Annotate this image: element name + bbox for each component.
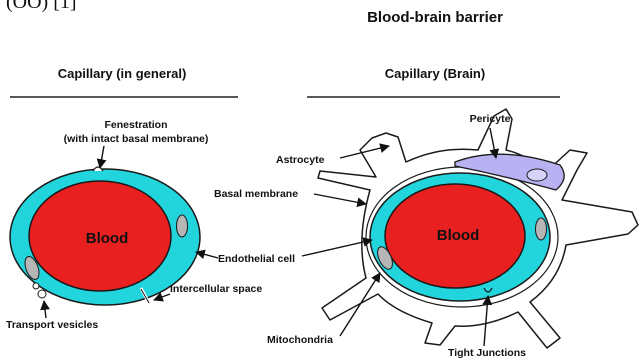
right-mitochondrion-2	[536, 218, 547, 240]
fenestration-sublabel: (with intact basal membrane)	[64, 133, 209, 145]
fenestration-pointer	[100, 146, 104, 168]
left-panel-header: Capillary (in general)	[58, 66, 187, 81]
tight-junctions-label: Tight Junctions	[448, 347, 526, 359]
right-capillary-panel: Capillary (Brain) Blood Pericyte Astrocy…	[214, 66, 638, 359]
fenestration-label: Fenestration	[104, 119, 167, 131]
mitochondria-label: Mitochondria	[267, 334, 333, 346]
fenestration-notch	[93, 167, 103, 171]
astrocyte-label: Astrocyte	[276, 154, 325, 166]
endothelial-cell-pointer-left	[196, 252, 218, 258]
left-mitochondrion-2	[177, 215, 188, 237]
pericyte-nucleus	[527, 169, 547, 181]
endothelial-cell-label: Endothelial cell	[218, 253, 295, 265]
cut-off-top-text: (OO) [1]	[6, 0, 77, 13]
basal-membrane-pointer	[314, 194, 366, 204]
left-blood-label: Blood	[86, 230, 129, 247]
right-blood-label: Blood	[437, 227, 480, 244]
transport-vesicle-1	[38, 290, 46, 298]
transport-vesicles-pointer	[44, 301, 46, 318]
pericyte-label: Pericyte	[470, 113, 511, 125]
transport-vesicle-2	[33, 283, 39, 289]
basal-membrane-label: Basal membrane	[214, 188, 298, 200]
intercellular-space-label: Intercellular space	[170, 283, 262, 295]
right-panel-header: Capillary (Brain)	[385, 66, 485, 81]
transport-vesicles-label: Transport vesicles	[6, 319, 98, 331]
endothelial-cell-callout: Endothelial cell	[196, 240, 372, 265]
diagram-title: Blood-brain barrier	[367, 9, 503, 26]
